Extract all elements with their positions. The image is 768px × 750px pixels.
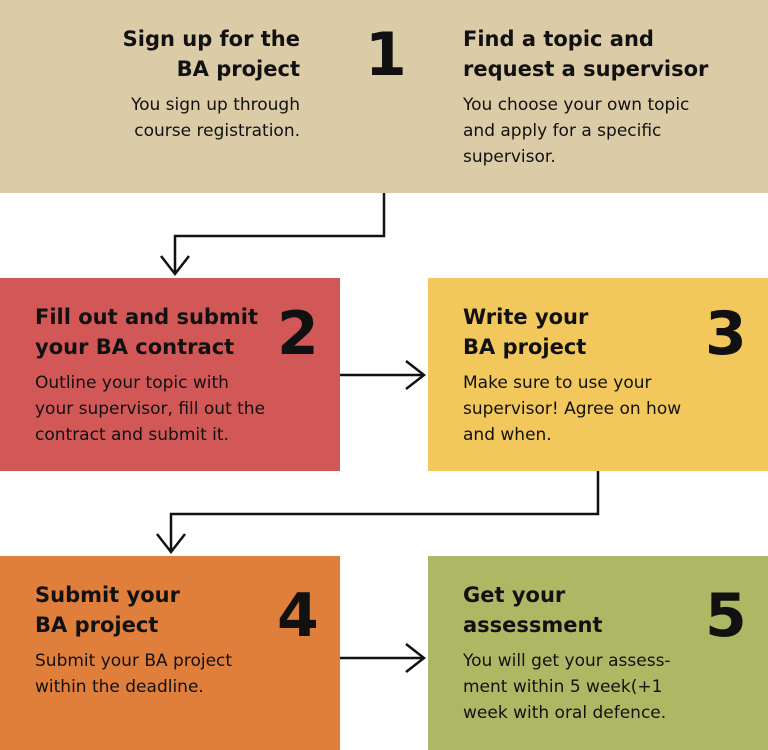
- step-4-box: Submit your BA project 4 Submit your BA …: [0, 556, 340, 750]
- connector-1-to-2: [173, 193, 386, 274]
- step-2-text: Outline your topic with your supervisor,…: [35, 373, 266, 445]
- step-4-text: Submit your BA project within the deadli…: [35, 651, 233, 697]
- step-5-text: You will get your assess- ment within 5 …: [463, 651, 671, 723]
- step-1-right-title: Find a topic and request a supervisor: [463, 27, 709, 81]
- step-3-number: 3: [705, 299, 747, 369]
- step-1-right-text: You choose your own topic and apply for …: [463, 95, 690, 167]
- step-5-number: 5: [705, 581, 747, 651]
- step-2-box: Fill out and submit your BA contract 2 O…: [0, 278, 340, 471]
- step-5-title: Get your assessment: [463, 583, 603, 637]
- step-3-text: Make sure to use your supervisor! Agree …: [463, 373, 682, 445]
- step-2-number: 2: [277, 299, 319, 369]
- step-1-left-title: Sign up for the BA project: [122, 27, 300, 81]
- arrowhead-to-2: [160, 255, 190, 277]
- step-1-number: 1: [365, 20, 407, 90]
- step-3-title: Write your BA project: [463, 305, 589, 359]
- step-3-box: Write your BA project 3 Make sure to use…: [428, 278, 768, 471]
- step-4-number: 4: [277, 581, 319, 651]
- step-1-left-text: You sign up through course registration.: [130, 95, 300, 141]
- step-2-title: Fill out and submit your BA contract: [35, 305, 259, 359]
- step-4-title: Submit your BA project: [35, 583, 180, 637]
- arrowhead-to-3: [405, 360, 427, 390]
- connector-3-to-4: [169, 471, 600, 552]
- arrowhead-to-5: [405, 643, 427, 673]
- step-1-box: Sign up for the BA project You sign up t…: [0, 0, 768, 193]
- step-5-box: Get your assessment 5 You will get your …: [428, 556, 768, 750]
- arrowhead-to-4: [156, 533, 186, 555]
